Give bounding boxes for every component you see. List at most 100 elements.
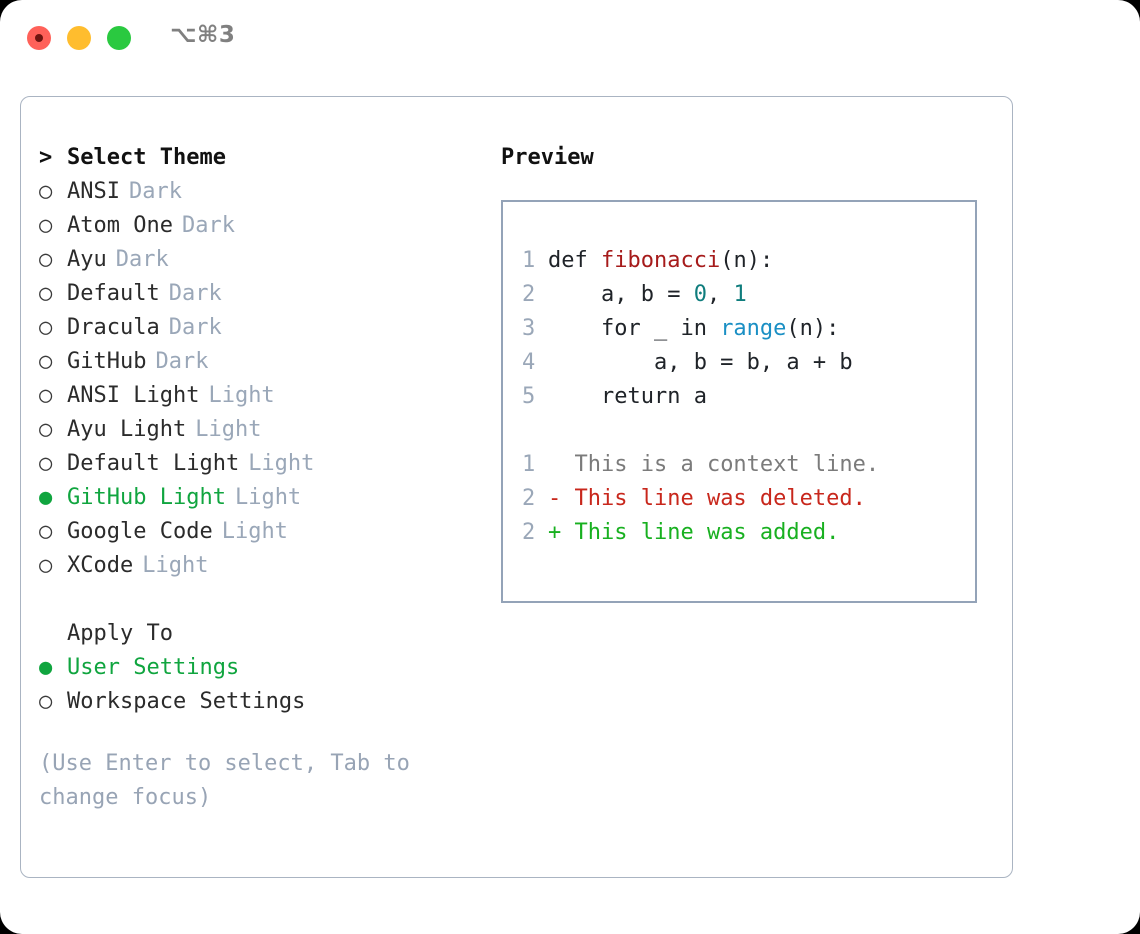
code-token-num: 1 <box>733 282 747 307</box>
radio-unselected-icon[interactable]: ○ <box>39 349 53 374</box>
theme-item-variant-tag: Light <box>234 485 302 510</box>
theme-item-label: Ayu Light <box>67 417 187 442</box>
code-text: return a <box>548 384 707 409</box>
line-number: 2 <box>522 486 536 511</box>
theme-list-item[interactable]: ● GitHub Light Light <box>39 485 489 519</box>
theme-item-variant-tag: Dark <box>168 281 222 306</box>
code-line: 1 def fibonacci(n): <box>503 248 975 282</box>
theme-list-item[interactable]: ○ Ayu Light Light <box>39 417 489 451</box>
minimize-button[interactable] <box>67 26 91 50</box>
theme-picker-heading: > Select Theme <box>39 145 489 179</box>
theme-item-variant-tag: Light <box>221 519 288 544</box>
theme-item-label: Atom One <box>67 213 173 238</box>
radio-unselected-icon[interactable]: ○ <box>39 247 53 272</box>
radio-selected-icon[interactable]: ● <box>39 655 53 680</box>
radio-unselected-icon[interactable]: ○ <box>39 417 53 442</box>
code-token-plain: def <box>548 248 601 273</box>
diff-sign <box>548 452 561 477</box>
title-bar: ⌥⌘3 <box>0 0 1140 78</box>
theme-item-variant-tag: Light <box>142 553 209 578</box>
diff-content: This line was added. <box>561 520 840 545</box>
theme-item-variant-tag: Light <box>195 417 262 442</box>
code-token-plain: return a <box>548 384 707 409</box>
theme-item-variant-tag: Light <box>208 383 275 408</box>
code-line: 2 a, b = 0, 1 <box>503 282 975 316</box>
line-number: 1 <box>522 248 536 273</box>
theme-item-label: ANSI Light <box>67 383 200 408</box>
code-token-plain: a, b = b, a + b <box>548 350 853 375</box>
apply-to-item[interactable]: ○ Workspace Settings <box>39 689 489 723</box>
theme-item-label: Default <box>67 281 160 306</box>
radio-unselected-icon[interactable]: ○ <box>39 553 53 578</box>
apply-to-list: ● User Settings ○ Workspace Settings <box>39 655 489 723</box>
code-line: 4 a, b = b, a + b <box>503 350 975 384</box>
radio-unselected-icon[interactable]: ○ <box>39 315 53 340</box>
diff-content: This is a context line. <box>561 452 880 477</box>
theme-item-label: XCode <box>67 553 134 578</box>
theme-list-item[interactable]: ○ Google Code Light <box>39 519 489 553</box>
code-text: a, b = 0, 1 <box>548 282 747 307</box>
code-text: for _ in range(n): <box>548 316 839 341</box>
theme-item-label: Google Code <box>67 519 213 544</box>
theme-item-variant-tag: Dark <box>168 315 222 340</box>
apply-to-heading: Apply To <box>39 621 489 655</box>
apply-to-item-label: Workspace Settings <box>67 689 306 714</box>
radio-unselected-icon[interactable]: ○ <box>39 383 53 408</box>
code-token-plain: a, b = <box>548 282 694 307</box>
diff-text-del: - This line was deleted. <box>548 486 866 511</box>
apply-to-item-label: User Settings <box>67 655 240 680</box>
diff-line: 1 This is a context line. <box>503 452 975 486</box>
diff-text-add: + This line was added. <box>548 520 839 545</box>
theme-item-label: ANSI <box>67 179 120 204</box>
theme-list-item[interactable]: ○ Atom One Dark <box>39 213 489 247</box>
code-token-func: fibonacci <box>600 248 721 273</box>
code-token-plain: (n): <box>720 248 774 273</box>
apply-to-item[interactable]: ● User Settings <box>39 655 489 689</box>
radio-unselected-icon[interactable]: ○ <box>39 689 53 714</box>
section-spacer <box>39 587 489 621</box>
radio-selected-icon[interactable]: ● <box>39 485 53 510</box>
radio-unselected-icon[interactable]: ○ <box>39 213 53 238</box>
code-text: def fibonacci(n): <box>548 248 773 273</box>
line-number: 1 <box>522 452 536 477</box>
theme-list-item[interactable]: ○ Default Dark <box>39 281 489 315</box>
code-line: 5 return a <box>503 384 975 418</box>
theme-item-variant-tag: Dark <box>115 247 169 272</box>
prompt-caret-icon: > <box>39 145 53 170</box>
theme-list-item[interactable]: ○ XCode Light <box>39 553 489 587</box>
radio-unselected-icon[interactable]: ○ <box>39 451 53 476</box>
theme-item-variant-tag: Dark <box>181 213 235 238</box>
radio-unselected-icon[interactable]: ○ <box>39 179 53 204</box>
keyboard-shortcut-label: ⌥⌘3 <box>170 22 236 48</box>
theme-list-item[interactable]: ○ ANSI Light Light <box>39 383 489 417</box>
code-token-plain: (n): <box>786 316 840 341</box>
radio-unselected-icon[interactable]: ○ <box>39 519 53 544</box>
close-button[interactable] <box>27 26 51 50</box>
theme-item-variant-tag: Dark <box>155 349 209 374</box>
diff-sample: 1 This is a context line.2- This line wa… <box>503 452 975 554</box>
preview-title: Preview <box>501 145 594 170</box>
theme-item-label: GitHub Light <box>67 485 226 510</box>
line-number: 3 <box>522 316 536 341</box>
code-token-call: range <box>720 316 787 341</box>
line-number: 4 <box>522 350 536 375</box>
maximize-button[interactable] <box>107 26 131 50</box>
radio-unselected-icon[interactable]: ○ <box>39 281 53 306</box>
line-number: 2 <box>522 520 536 545</box>
code-token-plain: for _ in <box>548 316 721 341</box>
diff-sign: + <box>548 520 562 545</box>
diff-line: 2 + This line was added. <box>503 520 975 554</box>
theme-item-variant-tag: Light <box>248 451 315 476</box>
code-line: 3 for _ in range(n): <box>503 316 975 350</box>
diff-text-ctx: This is a context line. <box>548 452 879 477</box>
